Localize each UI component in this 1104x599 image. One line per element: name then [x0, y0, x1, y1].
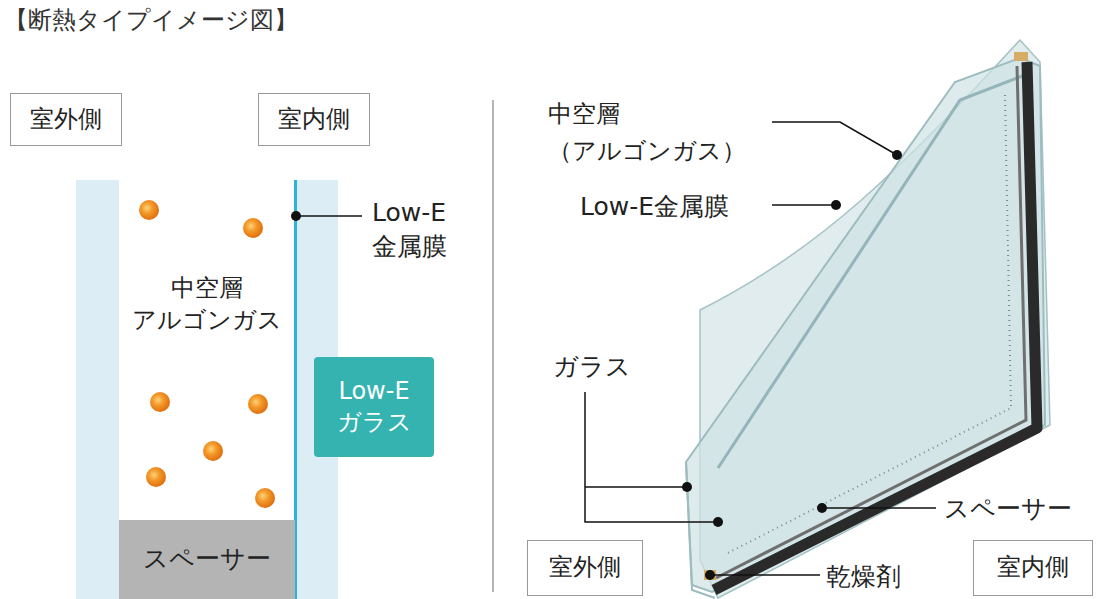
divider [492, 100, 494, 592]
film-label: Low-E 金属膜 [372, 196, 472, 264]
box-label: 室外側 [549, 552, 621, 583]
gas-label: 中空層 （アルゴンガス） [548, 96, 768, 170]
leader-lines [585, 122, 936, 575]
box-label: 室内側 [278, 104, 350, 135]
sealant [704, 570, 716, 580]
spacer-block: スペーサー [119, 520, 295, 599]
box-label: Low-E ガラス [322, 376, 426, 438]
glass-label: ガラス [553, 350, 653, 384]
desiccant-label: 乾燥剤 [826, 560, 926, 594]
low-e-glass-box: Low-E ガラス [314, 357, 434, 457]
spacer-label: スペーサー [944, 492, 1104, 526]
side-box: 室内側 [973, 540, 1093, 596]
sealant [1014, 52, 1028, 61]
desiccant-holes [726, 95, 1011, 554]
side-box: 室内側 [258, 93, 370, 146]
outer-glass [76, 180, 119, 599]
side-box: 室外側 [10, 93, 122, 146]
leader-line [296, 215, 362, 217]
diagram-title: 【断熱タイプイメージ図】 [4, 4, 298, 36]
box-label: スペーサー [143, 543, 271, 576]
glass-edge [718, 75, 1025, 468]
argon-particles [139, 200, 275, 508]
glass-edge [686, 462, 715, 598]
film-label: Low-E金属膜 [580, 190, 770, 224]
box-label: 室内側 [997, 552, 1069, 583]
gas-label: 中空層 アルゴンガス [112, 272, 302, 337]
box-label: 室外側 [30, 104, 102, 135]
side-box: 室外側 [527, 540, 643, 596]
